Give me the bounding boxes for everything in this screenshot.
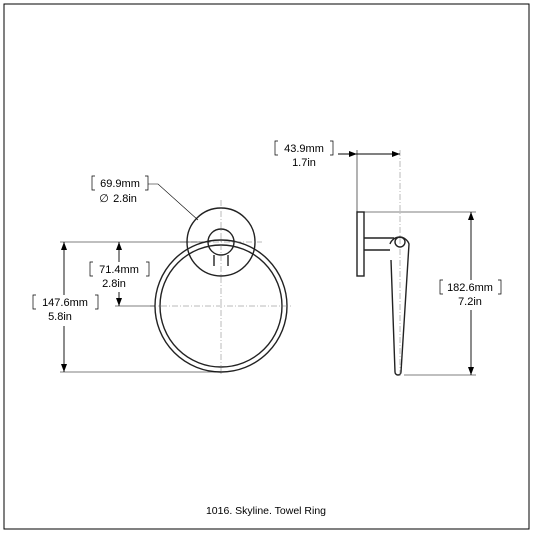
projection-in-label: 1.7in bbox=[292, 157, 316, 169]
arrow-left bbox=[349, 151, 357, 157]
projection-mm-label: 43.9mm bbox=[284, 143, 324, 155]
side-height-in-label: 7.2in bbox=[458, 296, 482, 308]
bracket-right bbox=[146, 261, 150, 277]
bracket-left bbox=[274, 140, 278, 156]
bracket-right bbox=[145, 175, 149, 191]
arrow-right bbox=[392, 151, 400, 157]
arrow-up bbox=[61, 242, 67, 250]
drawing-caption: 1016. Skyline. Towel Ring bbox=[206, 505, 326, 517]
center-height-mm-label: 71.4mm bbox=[99, 264, 139, 276]
front-view bbox=[150, 200, 292, 376]
bracket-left bbox=[439, 279, 443, 295]
arrow-up bbox=[468, 212, 474, 220]
ring-profile bbox=[389, 236, 410, 376]
side-height-mm-label: 182.6mm bbox=[447, 282, 493, 294]
center-height-dimension: 71.4mm 2.8in bbox=[89, 241, 210, 307]
rosette-diameter-callout: 69.9mm ∅ 2.8in bbox=[91, 175, 199, 221]
sheet-border bbox=[3, 3, 530, 530]
arrow-down bbox=[468, 367, 474, 375]
bracket-right bbox=[498, 279, 502, 295]
ring-height-dimension: 147.6mm 5.8in bbox=[32, 241, 221, 373]
leader-line bbox=[148, 183, 199, 221]
wall-plate bbox=[356, 211, 365, 277]
side-height-dimension: 182.6mm 7.2in bbox=[364, 211, 502, 376]
diameter-symbol: ∅ bbox=[99, 193, 109, 205]
ring-height-mm-label: 147.6mm bbox=[42, 297, 88, 309]
rosette-in-label: 2.8in bbox=[113, 193, 137, 205]
arrow-down bbox=[61, 364, 67, 372]
bracket-left bbox=[89, 261, 93, 277]
bracket-right bbox=[330, 140, 334, 156]
bracket-left bbox=[32, 294, 36, 310]
arrow-down bbox=[116, 298, 122, 306]
ring-neck bbox=[213, 255, 229, 266]
bracket-right bbox=[95, 294, 99, 310]
rosette-mm-label: 69.9mm bbox=[100, 178, 140, 190]
center-height-in-label: 2.8in bbox=[102, 278, 126, 290]
side-arm bbox=[364, 237, 394, 251]
bracket-left bbox=[91, 175, 95, 191]
ring-height-in-label: 5.8in bbox=[48, 311, 72, 323]
projection-dimension: 43.9mm 1.7in bbox=[274, 140, 400, 212]
side-view bbox=[356, 150, 410, 378]
arrow-up bbox=[116, 242, 122, 250]
